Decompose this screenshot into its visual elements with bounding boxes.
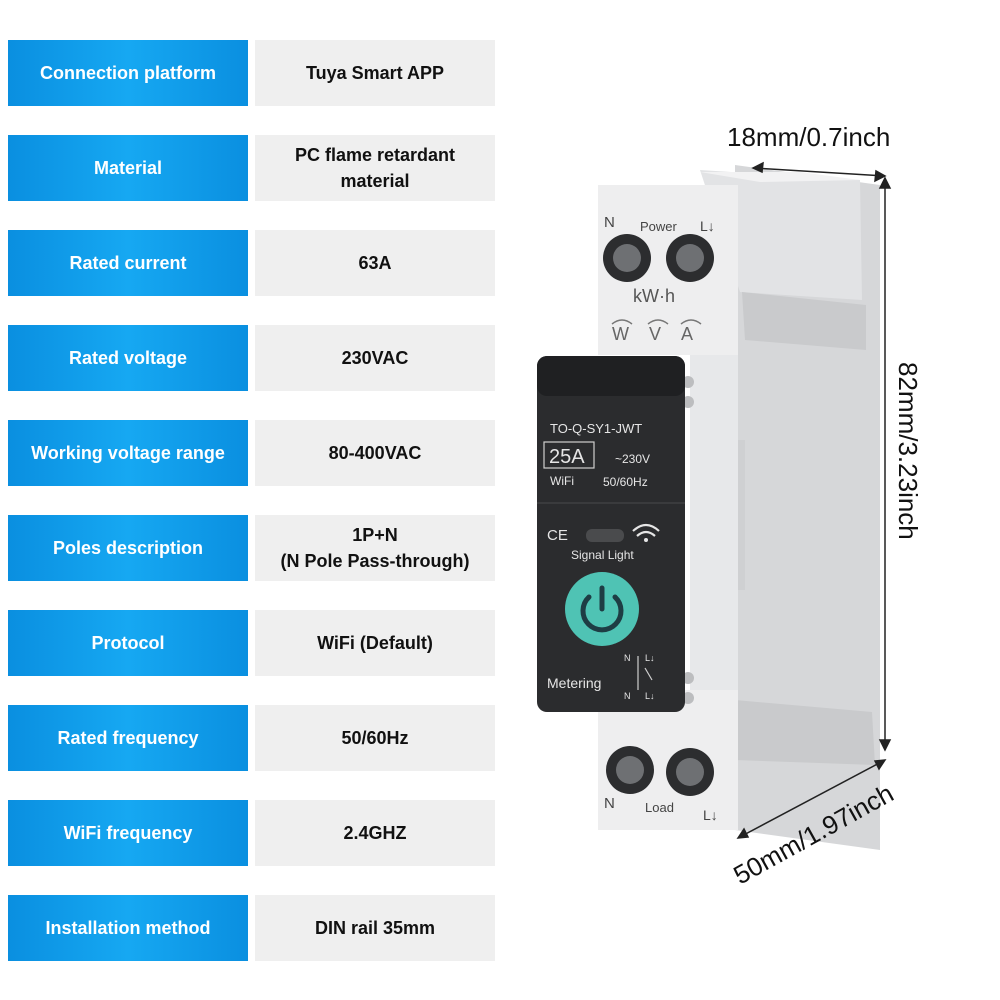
spec-value: 63A	[255, 230, 495, 296]
unit-v-label: V	[649, 324, 661, 344]
spec-value: Tuya Smart APP	[255, 40, 495, 106]
spec-label: Protocol	[8, 610, 248, 676]
height-dimension-label: 82mm/3.23inch	[893, 362, 923, 540]
diag-l-label: L↓	[645, 691, 655, 701]
bottom-load-label: Load	[645, 800, 674, 815]
bottom-n-label: N	[604, 795, 615, 812]
spec-value: 230VAC	[255, 325, 495, 391]
spec-value: WiFi (Default)	[255, 610, 495, 676]
current-box	[543, 441, 595, 469]
spec-row: Material PC flame retardant material	[8, 135, 495, 201]
top-n-label: N	[604, 214, 615, 231]
signal-light-label: Signal Light	[571, 548, 634, 562]
spec-row: Working voltage range 80-400VAC	[8, 420, 495, 486]
current-label: 25A	[549, 446, 585, 468]
spec-label: Rated frequency	[8, 705, 248, 771]
spec-value: DIN rail 35mm	[255, 895, 495, 961]
power-icon	[580, 585, 624, 633]
voltage-label: ~230V	[615, 452, 650, 466]
spec-row: Connection platform Tuya Smart APP	[8, 40, 495, 106]
ce-mark: CE	[547, 527, 568, 544]
spec-label: Connection platform	[8, 40, 248, 106]
spec-label: Rated current	[8, 230, 248, 296]
spec-label: Working voltage range	[8, 420, 248, 486]
spec-row: Rated frequency 50/60Hz	[8, 705, 495, 771]
wifi-label: WiFi	[550, 474, 574, 488]
spec-label: Installation method	[8, 895, 248, 961]
unit-w-label: W	[612, 324, 629, 344]
spec-row: Rated voltage 230VAC	[8, 325, 495, 391]
depth-dimension-arrow	[736, 759, 887, 839]
spec-row: Rated current 63A	[8, 230, 495, 296]
spec-value: 2.4GHZ	[255, 800, 495, 866]
spec-value: 50/60Hz	[255, 705, 495, 771]
spec-row: Protocol WiFi (Default)	[8, 610, 495, 676]
metering-label: Metering	[547, 675, 601, 691]
device-top-side	[700, 170, 862, 300]
top-power-label: Power	[640, 219, 678, 234]
top-l-label: L↓	[700, 218, 715, 234]
spec-row: WiFi frequency 2.4GHZ	[8, 800, 495, 866]
spec-value: 1P+N (N Pole Pass-through)	[255, 515, 495, 581]
wiring-diagram	[637, 656, 653, 690]
width-dimension-arrow	[751, 161, 887, 183]
width-dimension-label: 18mm/0.7inch	[727, 122, 890, 152]
diag-n-label: N	[624, 691, 631, 701]
diag-n-label: N	[624, 653, 631, 663]
wifi-icon	[632, 523, 660, 542]
spec-label: Rated voltage	[8, 325, 248, 391]
spec-value: 80-400VAC	[255, 420, 495, 486]
height-dimension-arrow	[878, 176, 892, 752]
unit-a-label: A	[681, 324, 693, 344]
signal-light-indicator	[586, 529, 624, 542]
kwh-label: kW·h	[633, 286, 675, 306]
bottom-l-label: L↓	[703, 807, 718, 823]
spec-label: WiFi frequency	[8, 800, 248, 866]
spec-value: PC flame retardant material	[255, 135, 495, 201]
spec-label: Poles description	[8, 515, 248, 581]
spec-row: Installation method DIN rail 35mm	[8, 895, 495, 961]
model-label: TO-Q-SY1-JWT	[550, 421, 642, 436]
frequency-label: 50/60Hz	[603, 475, 648, 489]
spec-row: Poles description 1P+N (N Pole Pass-thro…	[8, 515, 495, 581]
spec-label: Material	[8, 135, 248, 201]
diag-l-label: L↓	[645, 653, 655, 663]
